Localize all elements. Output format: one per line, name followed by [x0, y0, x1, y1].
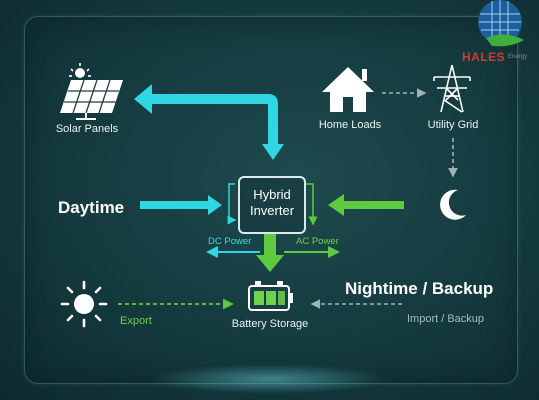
solar-flow-arrow [134, 84, 284, 160]
home-loads-label: Home Loads [318, 119, 382, 131]
inverter-line-1: Hybrid [253, 187, 291, 202]
power-tower-icon [433, 64, 471, 113]
logo-suffix: Energy [508, 54, 528, 60]
dc-power-label: DC Power [208, 236, 252, 247]
house-icon [322, 67, 374, 112]
export-label: Export [120, 315, 152, 327]
sun-icon [60, 280, 108, 328]
battery-storage-label: Battery Storage [231, 318, 309, 330]
nighttime-backup-label: Nightime / Backup [345, 279, 494, 298]
import-backup-label: Import / Backup [407, 313, 485, 325]
daytime-label: Daytime [58, 198, 125, 217]
hybrid-inverter-label: Hybrid Inverter [240, 187, 304, 219]
inverter-line-2: Inverter [249, 203, 295, 218]
battery-charge-arrow [256, 233, 284, 272]
logo-brand: HALES [462, 50, 506, 64]
diagram-frame [24, 16, 518, 384]
ac-power-label: AC Power [296, 236, 339, 247]
solar-panel-icon [60, 63, 123, 120]
logo-globe-icon [478, 0, 524, 47]
nighttime-arrow [328, 194, 404, 216]
solar-panels-label: Solar Panels [55, 123, 119, 135]
daytime-arrow [140, 195, 222, 215]
inverter-side-arrows [227, 183, 318, 226]
battery-icon [248, 281, 293, 311]
bottom-glow [150, 364, 390, 394]
hybrid-inverter-box: Hybrid Inverter [238, 176, 306, 234]
moon-icon [440, 189, 466, 220]
utility-grid-label: Utility Grid [427, 119, 479, 131]
